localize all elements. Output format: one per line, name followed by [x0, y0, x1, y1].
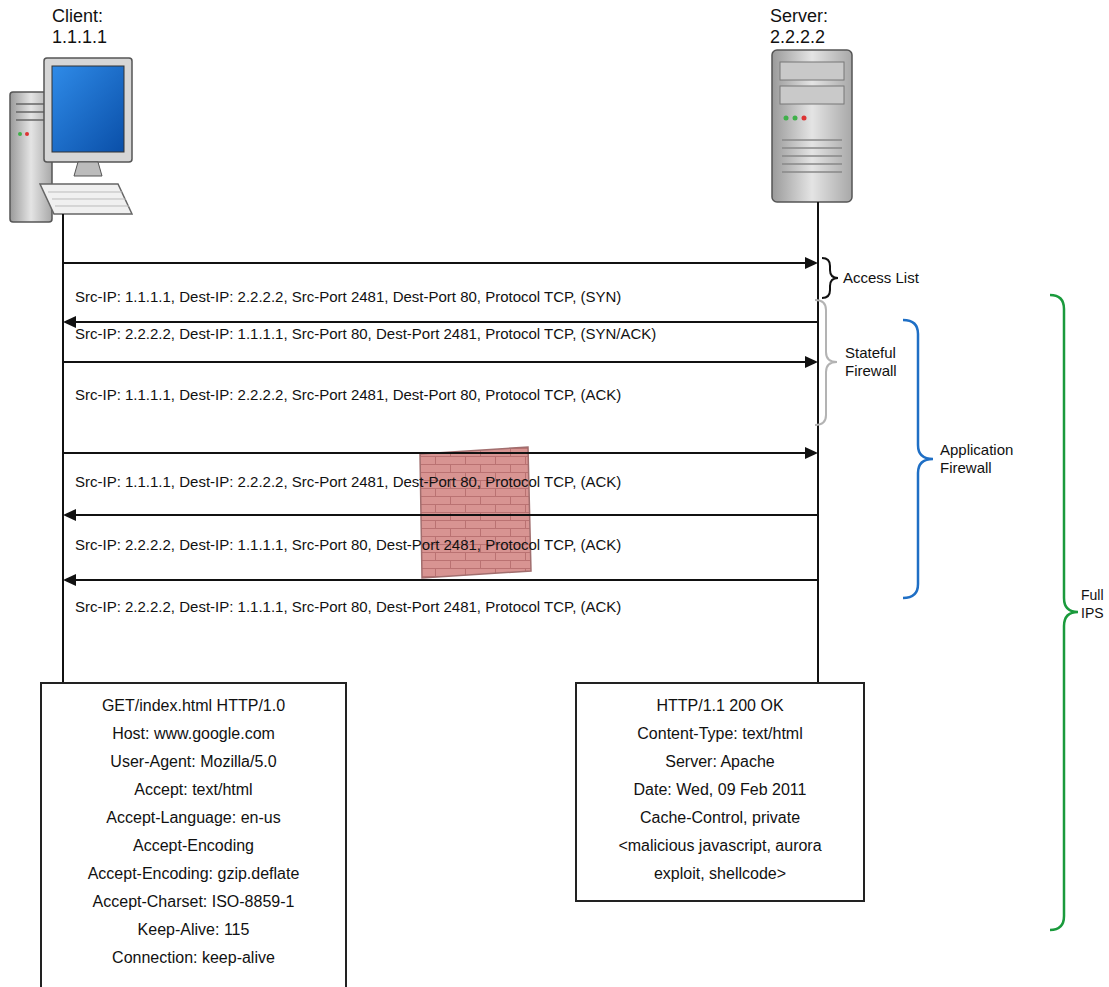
header-line: Accept-Charset: ISO-8859-1 [93, 888, 295, 916]
stateful-firewall-label: Stateful Firewall [845, 344, 903, 380]
arrow-head [63, 316, 76, 328]
stateful-firewall-brace [815, 300, 837, 425]
firewall-wall [420, 447, 531, 578]
arrow-shaft [75, 579, 818, 581]
packet-label: Src-IP: 1.1.1.1, Dest-IP: 2.2.2.2, Src-P… [75, 386, 621, 404]
header-line: User-Agent: Mozilla/5.0 [110, 748, 276, 776]
message-arrow [63, 574, 818, 586]
arrow-head [805, 257, 818, 269]
server-host: Server: 2.2.2.2 [762, 6, 862, 202]
header-line: Accept: text/html [134, 776, 252, 804]
application-firewall-label: Application Firewall [940, 441, 1026, 477]
arrow-shaft [63, 452, 806, 454]
header-line: Accept-Encoding [133, 832, 254, 860]
packet-label: Src-IP: 2.2.2.2, Dest-IP: 1.1.1.1, Src-P… [75, 536, 621, 554]
packet-label: Src-IP: 2.2.2.2, Dest-IP: 1.1.1.1, Src-P… [75, 325, 656, 343]
server-icon [772, 50, 852, 202]
message-arrow [63, 356, 818, 368]
arrow-head [63, 574, 76, 586]
access-list-label: Access List [843, 269, 943, 287]
access-list-brace [822, 258, 838, 298]
application-firewall-brace [903, 320, 933, 598]
server-lifeline [817, 202, 819, 682]
message-arrow [63, 509, 818, 521]
http-response-box: HTTP/1.1 200 OKContent-Type: text/htmlSe… [575, 682, 865, 902]
header-line: Accept-Encoding: gzip.deflate [88, 860, 300, 888]
packet-label: Src-IP: 2.2.2.2, Dest-IP: 1.1.1.1, Src-P… [75, 598, 621, 616]
http-request-box: GET/index.html HTTP/1.0Host: www.google.… [40, 682, 347, 987]
packet-label: Src-IP: 1.1.1.1, Dest-IP: 2.2.2.2, Src-P… [75, 473, 621, 491]
client-lifeline [62, 214, 64, 682]
header-line: Keep-Alive: 115 [138, 916, 250, 944]
message-arrow [63, 447, 818, 459]
header-line: Cache-Control, private [640, 804, 800, 832]
message-arrow [63, 257, 818, 269]
arrow-head [805, 447, 818, 459]
packet-label: Src-IP: 1.1.1.1, Dest-IP: 2.2.2.2, Src-P… [75, 288, 621, 306]
header-line: <malicious javascript, aurora exploit, s… [618, 832, 823, 888]
arrow-head [63, 509, 76, 521]
header-line: Date: Wed, 09 Feb 2011 [634, 776, 807, 804]
header-line: Connection: keep-alive [112, 944, 275, 972]
header-line: Host: www.google.com [112, 720, 275, 748]
header-line: Accept-Language: en-us [106, 804, 280, 832]
full-ips-brace [1050, 295, 1078, 930]
arrow-shaft [63, 361, 806, 363]
header-line: HTTP/1.1 200 OK [656, 692, 783, 720]
host-label: Client: 1.1.1.1 [52, 6, 116, 48]
arrow-shaft [75, 321, 818, 323]
full-ips-label: Full IPS [1081, 586, 1107, 622]
host-label: Server: 2.2.2.2 [770, 6, 836, 48]
client-computer-icon [10, 58, 132, 222]
arrow-shaft [63, 262, 806, 264]
header-line: Content-Type: text/html [637, 720, 802, 748]
arrow-shaft [75, 514, 818, 516]
header-line: GET/index.html HTTP/1.0 [102, 692, 285, 720]
header-line: Server: Apache [665, 748, 774, 776]
client-host: Client: 1.1.1.1 [8, 6, 138, 222]
arrow-head [805, 356, 818, 368]
